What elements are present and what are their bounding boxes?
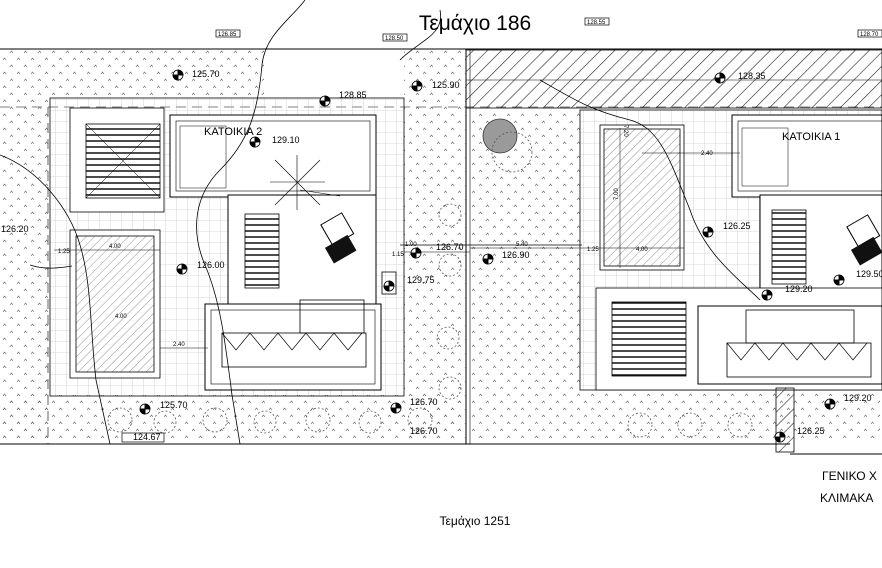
trees-and-shrubs [107, 118, 753, 438]
elevation-label: 126.00 [197, 260, 225, 270]
elevation-label: 126.70 [410, 426, 438, 436]
elevation-label: 129.20 [785, 284, 813, 294]
drainage-box [381, 271, 397, 295]
elevation-labels: 125.70 128.85 125.90 129.10 126.00 126.7… [1, 69, 882, 442]
lawn-areas [0, 50, 880, 440]
survey-tag-labels: 126.85 128.50 128.55 128.70 [218, 20, 879, 42]
tag-label-1: 126.85 [218, 32, 237, 38]
dimension-label: 7.00 [614, 188, 620, 200]
house-2-label: ΚΑΤΟΙΚΙΑ 2 [204, 126, 262, 138]
elevation-label: 129.75 [407, 275, 435, 285]
dimension-labels: 4.00 1.25 2.40 4.00 2.40 1.00 1.15 5.40 … [58, 125, 713, 348]
dimension-label: 1.15 [392, 252, 404, 258]
dimension-label: 1.25 [58, 249, 70, 255]
house-1-label: ΚΑΤΟΙΚΙΑ 1 [782, 131, 840, 143]
side-legend-line-1: ΓΕΝΙΚΟ Χ [822, 469, 877, 483]
elevation-label: 124.67 [133, 432, 161, 442]
tag-label-3: 128.55 [587, 20, 606, 26]
dimension-label: 2.40 [701, 151, 713, 157]
tag-label-4: 128.70 [860, 32, 879, 38]
elevation-label: 126.90 [502, 250, 530, 260]
elevation-label: 126.70 [436, 242, 464, 252]
lot-house-1 [579, 109, 882, 453]
dimension-lines [54, 128, 740, 349]
elevation-label: 126.25 [723, 221, 751, 231]
tag-label-2: 128.50 [385, 36, 404, 42]
elevation-label: 125.70 [192, 69, 220, 79]
lot-house-2 [49, 97, 405, 397]
elevation-label: 128.85 [339, 90, 367, 100]
side-legend-line-2: ΚΛΙΜΑΚΑ [820, 491, 873, 505]
elevation-label: 125.70 [160, 400, 188, 410]
dimension-label: 1.25 [587, 247, 599, 253]
elevation-label: 128.35 [738, 71, 766, 81]
elevation-label: 126.25 [797, 426, 825, 436]
bottom-plot-title: Τεμάχιο 1251 [440, 514, 511, 528]
survey-tags [121, 17, 882, 443]
elevation-label: 129.10 [272, 135, 300, 145]
elevation-label: 125.90 [432, 80, 460, 90]
dimension-label: 4.00 [109, 244, 121, 250]
elevation-label: 129.20 [844, 393, 872, 403]
dimension-label: 7.20 [622, 125, 628, 137]
dimension-label: 4.00 [636, 247, 648, 253]
dimension-label: 2.40 [173, 342, 185, 348]
elevation-markers [139, 69, 845, 443]
dimension-label: 4.00 [115, 314, 127, 320]
elevation-label: 126.20 [1, 224, 29, 234]
dimension-label: 5.40 [516, 242, 528, 248]
elevation-label: 126.70 [410, 397, 438, 407]
top-plot-title: Τεμάχιο 186 [419, 12, 531, 35]
dimension-label: 1.00 [405, 242, 417, 248]
boundary-hatch-band [465, 49, 882, 109]
contour-lines [0, 0, 761, 445]
elevation-label: 129.50 [856, 269, 882, 279]
